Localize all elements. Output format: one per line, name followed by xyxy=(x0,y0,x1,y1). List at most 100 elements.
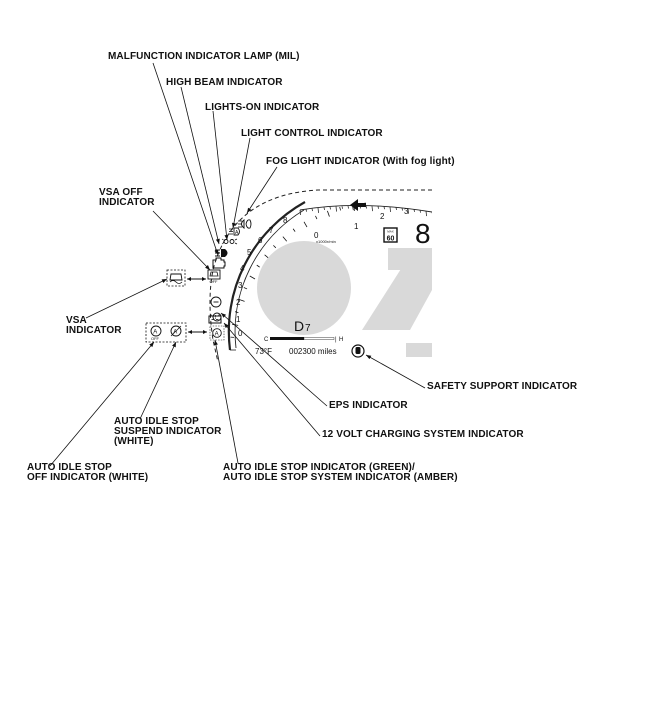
speedo-tick xyxy=(323,207,325,210)
label-line: (WHITE) xyxy=(114,436,154,447)
leader-arrowhead xyxy=(366,355,372,360)
speedo-tick xyxy=(413,209,415,212)
gear-sub: 7 xyxy=(305,323,311,334)
fog-light-icon xyxy=(238,218,252,230)
arrow-head xyxy=(203,330,207,334)
leader-line xyxy=(220,312,328,407)
speedo-tick xyxy=(305,209,307,212)
label-vsa-off: VSA OFF INDICATOR xyxy=(99,188,155,208)
leader-line xyxy=(212,110,228,241)
arrow-head xyxy=(202,277,206,281)
vsa-icon-cluster xyxy=(210,296,222,308)
speedo-tick xyxy=(377,206,379,209)
speedo-tick xyxy=(419,210,421,213)
speedo-tick xyxy=(317,207,319,213)
speedo-tick xyxy=(329,206,331,210)
svg-text:A: A xyxy=(215,331,219,337)
speedo-numbers: 0 1 2 3 xyxy=(314,207,409,240)
tach-tick xyxy=(339,206,341,211)
temp-hot: H xyxy=(339,337,343,343)
tach-tick xyxy=(249,275,256,280)
lights-on-icon xyxy=(221,238,238,245)
label-line: INDICATOR xyxy=(66,325,122,336)
tach-arc-inner xyxy=(234,209,305,349)
leader-arrowhead xyxy=(149,342,154,348)
auto-idle-off-callout-box: A OFF A xyxy=(145,322,187,343)
tach-tick xyxy=(327,210,330,217)
temp-cold: C xyxy=(264,337,269,343)
tach-tick xyxy=(303,221,308,228)
tach-tick xyxy=(256,264,260,268)
label-eps: EPS INDICATOR xyxy=(329,400,408,411)
safety-support-icon-inner xyxy=(355,347,361,354)
leader-line xyxy=(214,339,239,464)
speed-limit-value: 60 xyxy=(387,236,395,243)
tach-number-4: 4 xyxy=(240,264,245,273)
speedo-tick xyxy=(335,206,337,212)
turn-signal-arrow-icon xyxy=(350,199,366,211)
leader-line xyxy=(152,62,219,256)
tach-number-3: 3 xyxy=(238,281,243,290)
label-auto-idle-suspend: AUTO IDLE STOP SUSPEND INDICATOR (WHITE) xyxy=(114,417,221,447)
temp-mark: | xyxy=(335,337,337,343)
tach-tick xyxy=(232,323,239,326)
temp-bar-fill xyxy=(270,337,304,340)
label-line: INDICATOR xyxy=(99,197,155,208)
vsa-off-icon: OFF xyxy=(207,269,221,284)
tach-number-1: 1 xyxy=(236,315,241,324)
speedo-tick xyxy=(341,206,343,209)
tach-number-2: 2 xyxy=(236,298,241,307)
arrow-head xyxy=(188,330,192,334)
svg-text:A: A xyxy=(173,330,177,336)
speedo-tick xyxy=(425,211,427,217)
speedo-tick xyxy=(299,209,301,216)
speed-digit: 8 xyxy=(415,218,431,249)
leader-line xyxy=(246,166,278,214)
leader-arrowhead xyxy=(205,265,210,270)
odometer: 002300 miles xyxy=(289,347,337,356)
speedo-number-2: 2 xyxy=(380,212,385,221)
tach-number-7: 7 xyxy=(269,226,274,235)
leader-line xyxy=(49,341,155,467)
label-line: VSA OFF xyxy=(99,187,143,198)
tach-number-0: 0 xyxy=(238,329,243,338)
leader-line xyxy=(85,278,168,319)
label-auto-idle-off: AUTO IDLE STOP OFF INDICATOR (WHITE) xyxy=(27,463,148,483)
leader-arrowhead xyxy=(221,313,227,318)
label-charging: 12 VOLT CHARGING SYSTEM INDICATOR xyxy=(322,429,524,440)
arrow-head xyxy=(187,277,191,281)
label-light-control: LIGHT CONTROL INDICATOR xyxy=(241,128,383,139)
speed-limit-top: MAX xyxy=(387,230,394,234)
label-line: AUTO IDLE STOP SYSTEM INDICATOR (AMBER) xyxy=(223,472,458,483)
outside-temp: 73°F xyxy=(255,347,272,356)
right-panel-diagonal xyxy=(362,250,432,330)
speedo-tick xyxy=(407,208,409,214)
speedo-number-3: 3 xyxy=(404,207,409,216)
svg-text:!: ! xyxy=(215,315,217,321)
tach-number-8: 8 xyxy=(283,216,288,225)
leader-lines xyxy=(49,62,426,467)
leader-arrowhead xyxy=(215,238,220,244)
svg-text:A: A xyxy=(153,330,157,336)
svg-text:A: A xyxy=(235,230,239,236)
speedo-tick xyxy=(431,211,432,215)
leader-line xyxy=(152,210,211,271)
label-line: SUSPEND INDICATOR xyxy=(114,426,222,437)
leader-line xyxy=(180,86,220,245)
speedo-number-0: 0 xyxy=(314,231,319,240)
tach-arc-outer xyxy=(227,201,306,351)
speedo-number-1: 1 xyxy=(354,222,359,231)
label-line: AUTO IDLE STOP xyxy=(27,462,112,473)
label-high-beam: HIGH BEAM INDICATOR xyxy=(166,77,283,88)
leader-arrowhead xyxy=(224,323,229,329)
tach-tick xyxy=(315,215,318,220)
tach-ticks xyxy=(230,202,366,351)
label-line: OFF INDICATOR (WHITE) xyxy=(27,472,149,483)
auto-idle-off-badge: OFF xyxy=(151,336,160,341)
label-fog-light: FOG LIGHT INDICATOR (With fog light) xyxy=(266,156,455,167)
label-mil: MALFUNCTION INDICATOR LAMP (MIL) xyxy=(108,51,300,62)
tach-unit: x1000r/min xyxy=(316,239,336,244)
temp-bar-track xyxy=(303,337,335,340)
